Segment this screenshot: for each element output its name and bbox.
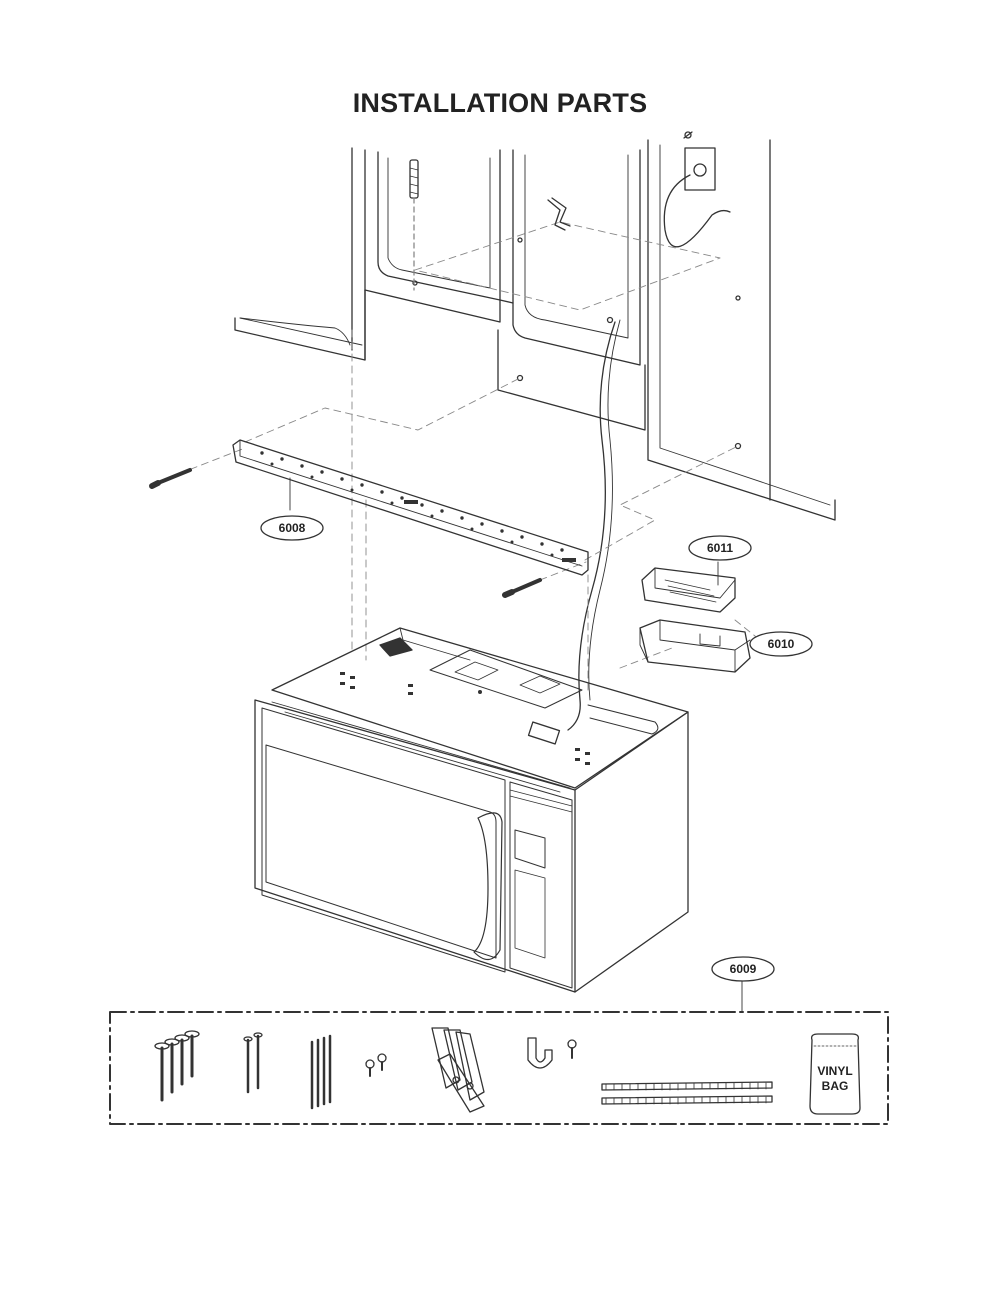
vinyl-bag-label-line1: VINYL (817, 1064, 852, 1078)
microwave-oven (254, 627, 689, 993)
kit-small-screws (365, 1053, 387, 1077)
wall-cabinets (234, 139, 836, 521)
vinyl-bag-label-line2: BAG (822, 1079, 849, 1093)
wall-screws (149, 468, 542, 598)
kit-filler-strips (601, 1081, 773, 1105)
hardware-kit-box (109, 1011, 889, 1125)
kit-toggle-bolts (243, 1032, 263, 1094)
alignment-lines (167, 329, 761, 691)
part-number-6011: 6011 (707, 541, 733, 555)
part-number-6009: 6009 (730, 962, 757, 976)
power-outlet (663, 131, 731, 248)
damper-part (639, 619, 751, 673)
part-label-6011: 6011 (688, 535, 752, 561)
kit-lag-bolts (154, 1030, 200, 1102)
toggle-bolt (409, 159, 571, 291)
part-label-6008: 6008 (260, 515, 324, 541)
kit-cord-clamp (527, 1037, 577, 1069)
part-label-6010: 6010 (749, 631, 813, 657)
kit-wing-nuts (431, 1027, 485, 1113)
diagram-title: INSTALLATION PARTS (352, 88, 648, 118)
mounting-plate (232, 439, 589, 576)
power-cord (567, 321, 616, 731)
part-number-6008: 6008 (279, 521, 306, 535)
part-label-6009: 6009 (711, 956, 775, 982)
part-number-6010: 6010 (768, 637, 795, 651)
kit-vinyl-bag (809, 1033, 861, 1115)
kit-long-screws (310, 1034, 332, 1110)
damper-cover-part (641, 561, 736, 613)
